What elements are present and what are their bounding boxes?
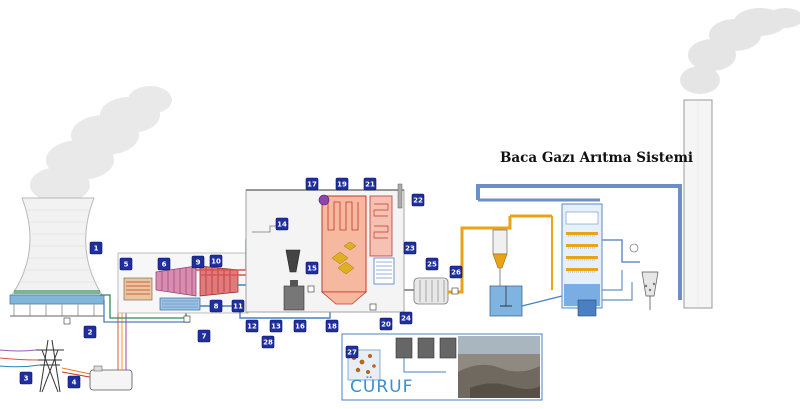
svg-text:5: 5 [124,261,129,269]
component-badges: 1 2 3 4 5 6 7 8 9 10 11 12 13 14 15 16 1… [19,177,463,389]
badge-14: 14 [275,217,289,231]
svg-text:27: 27 [347,349,357,357]
badge-23: 23 [403,241,417,255]
badge-28: 28 [261,335,275,349]
svg-text:2: 2 [88,329,93,337]
transmission-tower [36,339,64,393]
badge-15: 15 [305,261,319,275]
badge-6: 6 [157,257,171,271]
badge-19: 19 [335,177,349,191]
svg-text:11: 11 [233,303,243,311]
cooling-tower-steam [30,86,172,203]
svg-text:26: 26 [451,269,461,277]
badge-13: 13 [269,319,283,333]
fgd-system [489,203,659,317]
absorber-tower [561,203,603,309]
gypsum-dewatering [577,239,659,317]
power-lines [0,349,96,379]
flue-gas-duct [404,184,682,305]
badge-12: 12 [245,319,259,333]
badge-3: 3 [19,371,33,385]
badge-26: 26 [449,265,463,279]
badge-1: 1 [89,241,103,255]
electrostatic-precipitator [413,277,449,305]
svg-text:19: 19 [337,181,347,189]
slag-label: CÜRUF [350,375,413,397]
svg-text:20: 20 [381,321,391,329]
transformer [89,365,133,391]
chimney [680,8,800,309]
slurry-tank [489,285,523,317]
badge-18: 18 [325,319,339,333]
slag-area: CÜRUF [341,333,543,401]
svg-text:7: 7 [202,333,207,341]
svg-text:15: 15 [307,265,317,273]
svg-text:9: 9 [196,259,201,267]
svg-text:10: 10 [211,258,221,266]
condenser [159,297,201,311]
svg-text:25: 25 [427,261,437,269]
badge-27: 27 [345,345,359,359]
svg-text:1: 1 [94,245,99,253]
cooling-tower [9,86,172,317]
badge-8: 8 [209,299,223,313]
svg-text:17: 17 [307,181,317,189]
svg-text:23: 23 [405,245,415,253]
badge-25: 25 [425,257,439,271]
badge-22: 22 [411,193,425,207]
fgd-title: Baca Gazı Arıtma Sistemi [500,150,693,166]
svg-text:16: 16 [295,323,305,331]
badge-7: 7 [197,329,211,343]
ash-hoppers [395,337,457,359]
badge-9: 9 [191,255,205,269]
badge-2: 2 [83,325,97,339]
valve-symbols [63,285,459,325]
svg-text:22: 22 [413,197,423,205]
slag-photo [458,336,540,398]
chimney-smoke [680,8,800,94]
badge-4: 4 [67,375,81,389]
boiler-house [245,183,405,313]
badge-11: 11 [231,299,245,313]
svg-text:28: 28 [263,339,273,347]
lp-turbine [199,265,239,297]
svg-text:14: 14 [277,221,287,229]
svg-text:18: 18 [327,323,337,331]
svg-text:6: 6 [162,261,167,269]
steam-drum [318,194,330,206]
svg-text:4: 4 [72,379,77,387]
svg-text:13: 13 [271,323,281,331]
badge-5: 5 [119,257,133,271]
furnace [320,195,368,305]
burners [331,241,357,275]
generator [123,277,153,301]
hp-ip-turbine [155,265,197,297]
convection-pass [369,195,395,285]
svg-text:24: 24 [401,315,411,323]
turbine-hall [117,252,249,314]
badge-10: 10 [209,254,223,268]
svg-text:3: 3 [24,375,29,383]
limestone-silo [492,229,508,286]
svg-text:21: 21 [365,181,375,189]
badge-20: 20 [379,317,393,331]
badge-17: 17 [305,177,319,191]
svg-text:12: 12 [247,323,257,331]
badge-24: 24 [399,311,413,325]
badge-16: 16 [293,319,307,333]
coal-bunker [283,249,305,311]
svg-text:8: 8 [214,303,219,311]
badge-21: 21 [363,177,377,191]
